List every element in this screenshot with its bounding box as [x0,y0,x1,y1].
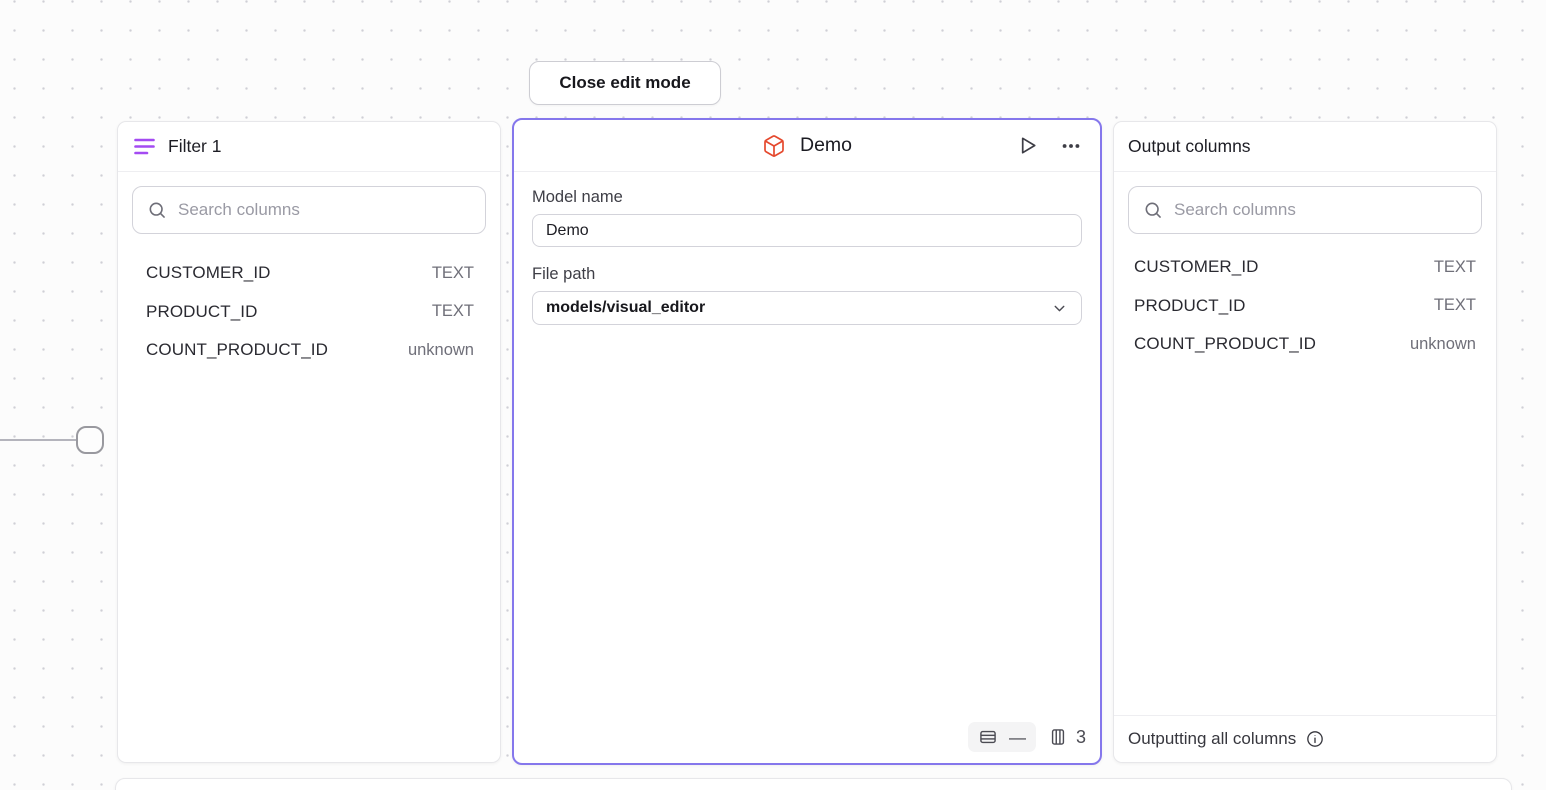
search-icon [147,200,167,220]
info-icon[interactable] [1305,729,1325,749]
output-columns-panel: Output columns CUSTOMER_ID TEXT PRODUCT_… [1113,121,1497,763]
column-type: TEXT [431,302,474,321]
model-name-input[interactable] [532,214,1082,247]
model-node-panel: Demo Model name File path [512,118,1102,765]
file-path-value: models/visual_editor [546,299,706,316]
column-row[interactable]: CUSTOMER_ID TEXT [146,254,474,293]
column-type: unknown [407,340,474,359]
output-column-list: CUSTOMER_ID TEXT PRODUCT_ID TEXT COUNT_P… [1114,248,1496,364]
row-count-value: — [1008,727,1026,747]
output-search-box [1128,186,1482,234]
column-count-value: 3 [1075,726,1086,747]
column-type: TEXT [1433,257,1476,276]
bottom-panel-edge[interactable] [115,778,1512,790]
filter-column-list: CUSTOMER_ID TEXT PRODUCT_ID TEXT COUNT_P… [118,254,500,370]
box-icon [762,134,786,158]
connection-endpoint-handle[interactable] [76,426,104,454]
filter-node-panel: Filter 1 CUSTOMER_ID TEXT PRODUCT_ID TEX… [117,121,501,763]
column-count-badge: 3 [1048,727,1086,748]
output-search-input[interactable] [1174,200,1467,220]
column-row[interactable]: PRODUCT_ID TEXT [146,293,474,332]
column-type: unknown [1409,334,1476,353]
output-footer-text: Outputting all columns [1128,729,1297,748]
filter-search-input[interactable] [178,200,471,220]
model-panel-header: Demo [514,120,1100,172]
column-row[interactable]: CUSTOMER_ID TEXT [1134,248,1476,287]
column-name: PRODUCT_ID [146,301,258,321]
filter-search-box [132,186,486,234]
model-panel-footer: — 3 [967,722,1086,752]
model-panel-title: Demo [799,134,853,156]
play-icon[interactable] [1012,131,1042,161]
table-rows-icon [978,727,998,747]
connection-edge [0,439,78,441]
column-name: COUNT_PRODUCT_ID [1134,334,1317,354]
search-icon [1143,200,1163,220]
file-path-select[interactable]: models/visual_editor [532,291,1082,325]
filter-panel-title: Filter 1 [168,136,222,156]
column-row[interactable]: PRODUCT_ID TEXT [1134,287,1476,326]
column-name: PRODUCT_ID [1134,295,1246,315]
close-edit-mode-button[interactable]: Close edit mode [529,61,721,105]
chevron-down-icon [1051,300,1068,317]
column-row[interactable]: COUNT_PRODUCT_ID unknown [146,331,474,370]
filter-lines-icon [134,138,155,155]
output-panel-header: Output columns [1114,122,1496,172]
column-name: COUNT_PRODUCT_ID [146,340,329,360]
file-path-label: File path [532,265,596,283]
column-row[interactable]: COUNT_PRODUCT_ID unknown [1134,325,1476,364]
ellipsis-icon[interactable] [1056,131,1086,161]
output-panel-title: Output columns [1128,136,1251,156]
column-type: TEXT [431,263,474,282]
output-panel-footer: Outputting all columns [1114,715,1496,762]
row-count-badge[interactable]: — [967,722,1036,752]
model-name-label: Model name [532,188,623,206]
column-type: TEXT [1433,296,1476,315]
filter-panel-header: Filter 1 [118,122,500,172]
column-name: CUSTOMER_ID [146,263,271,283]
column-name: CUSTOMER_ID [1134,257,1259,277]
table-columns-icon [1048,727,1068,747]
